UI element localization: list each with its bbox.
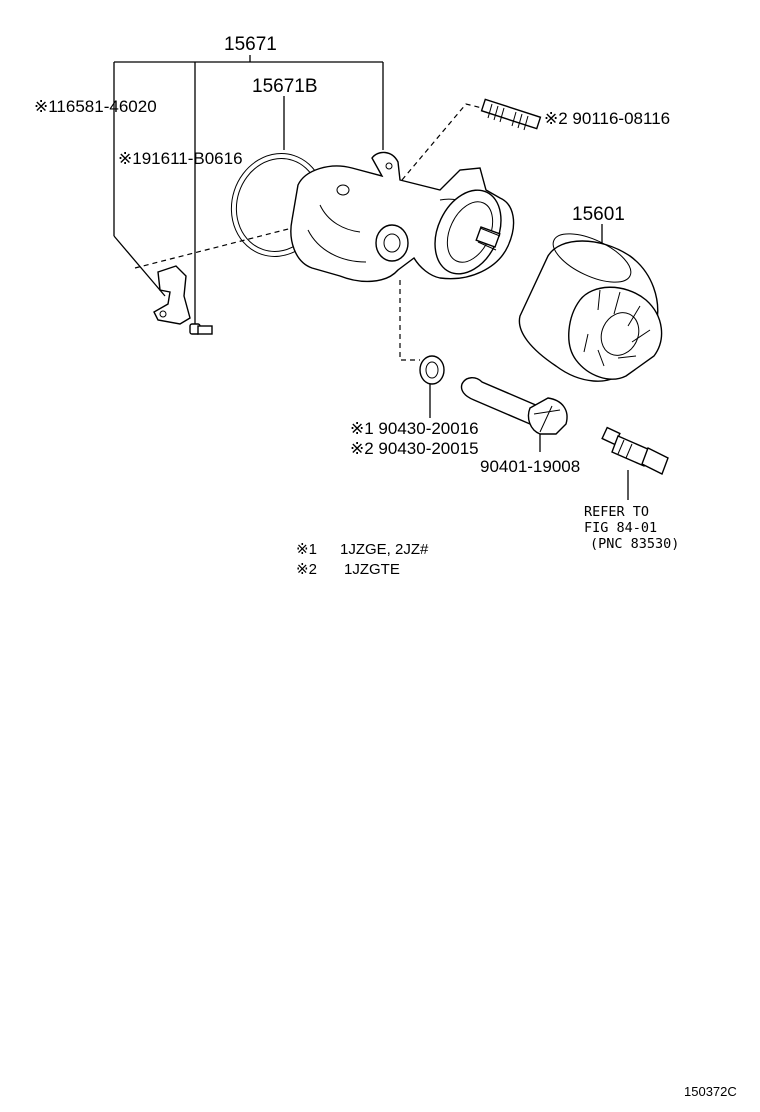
oil-filter-part bbox=[518, 233, 663, 382]
label-oil-filter: 15601 bbox=[572, 204, 625, 225]
leader-lines bbox=[113, 55, 629, 500]
clip-bolt-part bbox=[189, 323, 213, 335]
bracket-part bbox=[153, 265, 191, 325]
note-mark-2: ※2 bbox=[296, 561, 317, 578]
label-stud: ※2 90116-08116 bbox=[544, 109, 670, 128]
filter-bracket-housing bbox=[290, 151, 515, 283]
pressure-sensor-part bbox=[601, 426, 669, 475]
note-text-2: 1JZGTE bbox=[344, 561, 400, 578]
label-bracket-bolt: ※116581-46020 bbox=[34, 97, 157, 116]
label-15671b: 15671B bbox=[252, 76, 318, 97]
label-gasket-2: ※2 90430-20015 bbox=[350, 439, 479, 458]
reference-line1: REFER TO bbox=[584, 504, 649, 520]
note-mark-1: ※1 bbox=[296, 541, 317, 558]
label-clip-bolt: ※191611-B0616 bbox=[118, 149, 243, 168]
washer-part bbox=[419, 355, 445, 385]
reference-line3: (PNC 83530) bbox=[590, 536, 679, 552]
union-bolt-part bbox=[460, 377, 568, 435]
reference-line2: FIG 84-01 bbox=[584, 520, 657, 536]
figure-code: 150372C bbox=[684, 1084, 737, 1099]
label-union-bolt: 90401-19008 bbox=[480, 457, 580, 476]
label-gasket-1: ※1 90430-20016 bbox=[350, 419, 479, 438]
note-text-1: 1JZGE, 2JZ# bbox=[340, 541, 429, 558]
label-15671: 15671 bbox=[224, 34, 277, 55]
stud-bolt-part bbox=[480, 98, 542, 131]
